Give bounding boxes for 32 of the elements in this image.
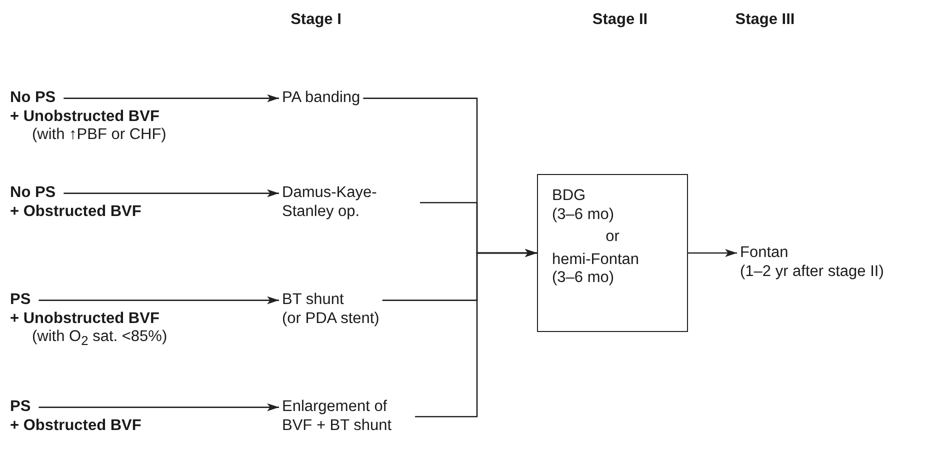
box-text: (3–6 mo) [552, 206, 616, 224]
condition-text: + Obstructed BVF [10, 416, 142, 436]
arrow [64, 189, 279, 198]
procedure-text: BT shunt [282, 291, 344, 310]
box-text: or [604, 228, 620, 247]
stage-heading: Stage III [735, 11, 795, 29]
condition-text: + Unobstructed BVF [10, 310, 160, 328]
condition-text: PS [10, 398, 31, 417]
arrow [415, 249, 537, 418]
arrow [38, 296, 279, 304]
box-text: (3–6 mo) [552, 269, 616, 288]
box-text: BDG [552, 187, 587, 206]
process-box [537, 174, 688, 332]
procedure-text: Enlargement of BVF + BT shunt [282, 398, 393, 436]
arrow [38, 403, 279, 412]
condition-text: + Obstructed BVF [10, 202, 142, 222]
arrow [64, 94, 279, 102]
condition-text: PS [10, 291, 31, 310]
condition-text: (with ↑PBF or CHF) [31, 126, 166, 145]
condition-text: (with O$_{2}$ sat. <85%) [31, 328, 168, 349]
condition-text: No PS [10, 89, 56, 108]
condition-text: + Unobstructed BVF [10, 108, 160, 126]
procedure-text: (1–2 yr after stage II) [740, 262, 884, 282]
procedure-text: Fontan [740, 244, 788, 263]
procedure-text: Damus-Kaye-Stanley op. [282, 184, 378, 222]
stage-heading: Stage II [592, 11, 648, 29]
arrow [688, 249, 737, 257]
box-text: hemi-Fontan [552, 250, 640, 270]
procedure-text: (or PDA stent) [282, 310, 380, 328]
procedure-text: PA banding [282, 89, 360, 108]
stage-heading: Stage I [290, 11, 342, 29]
condition-text: No PS [10, 184, 56, 203]
